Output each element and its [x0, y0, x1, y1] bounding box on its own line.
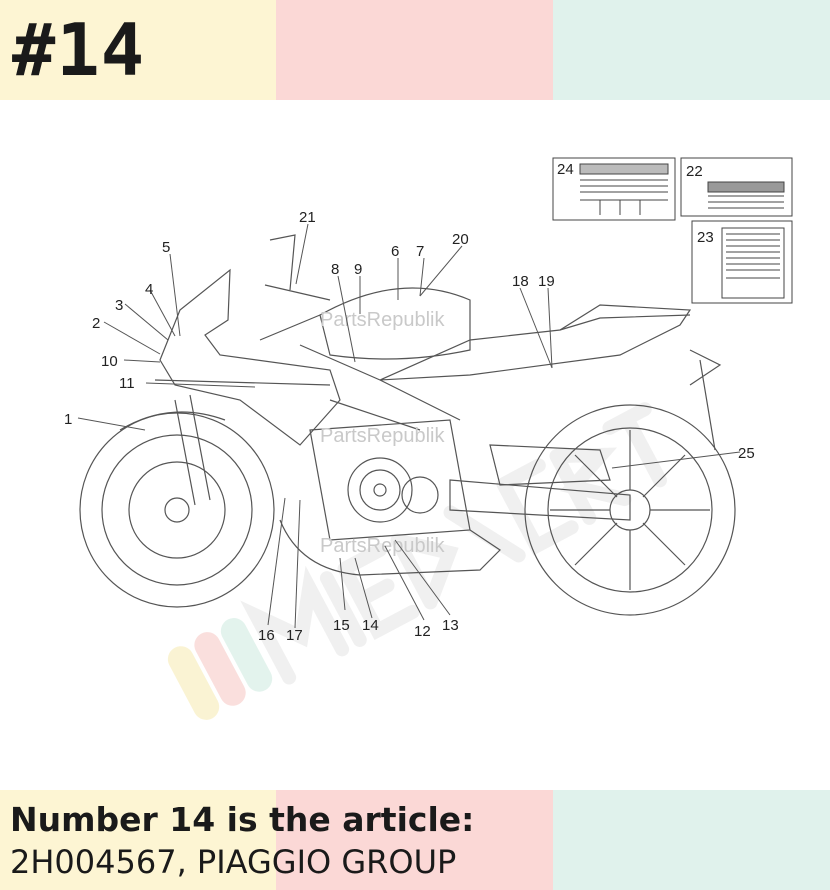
band-pink: [276, 0, 553, 100]
callout-8: 8: [331, 261, 339, 278]
callout-14: 14: [362, 617, 379, 634]
callout-21: 21: [299, 209, 316, 226]
watermark-text: PartsRepublik: [320, 535, 446, 557]
item-number-heading: #14: [12, 8, 146, 92]
caption-title: Number 14 is the article:: [10, 800, 475, 839]
callout-4: 4: [145, 281, 153, 298]
callout-23: 23: [697, 229, 714, 246]
sticker-inset-23: [691, 220, 793, 304]
callout-22: 22: [686, 163, 703, 180]
callout-24: 24: [557, 161, 574, 178]
callout-3: 3: [115, 297, 123, 314]
callout-5: 5: [162, 239, 170, 256]
exploded-parts-diagram: PartsRepublik PartsRepublik PartsRepubli…: [64, 157, 793, 720]
sticker-inset-22: [680, 157, 793, 217]
callout-18: 18: [512, 273, 529, 290]
callout-19: 19: [538, 273, 555, 290]
callout-25: 25: [738, 445, 755, 462]
leader-lines: [77, 223, 741, 629]
watermark-text: PartsRepublik: [320, 425, 446, 447]
callout-20: 20: [452, 231, 469, 248]
watermark-logo: [167, 402, 667, 720]
callout-16: 16: [258, 627, 275, 644]
band-yellow: [0, 790, 276, 890]
motorcycle-outline: [79, 234, 736, 616]
callout-17: 17: [286, 627, 303, 644]
caption-part-info: 2H004567, PIAGGIO GROUP: [10, 843, 457, 881]
band-pink: [276, 790, 553, 890]
front-wheel: [79, 412, 275, 608]
callout-6: 6: [391, 243, 399, 260]
bottom-color-band: [0, 790, 830, 890]
band-mint: [553, 0, 830, 100]
watermark-text: PartsRepublik: [320, 309, 446, 331]
sticker-inset-24: [552, 157, 676, 221]
top-color-band: [0, 0, 830, 100]
callout-13: 13: [442, 617, 459, 634]
rear-wheel: [524, 404, 736, 616]
callout-2: 2: [92, 315, 100, 332]
callout-9: 9: [354, 261, 362, 278]
callout-15: 15: [333, 617, 350, 634]
band-mint: [553, 790, 830, 890]
callout-11: 11: [119, 375, 135, 392]
callout-10: 10: [101, 353, 118, 370]
callout-numbers: 1 2 3 4 5 6 7 8 9 10 11 12 13 14 15 16 1…: [64, 161, 755, 644]
callout-12: 12: [414, 623, 431, 640]
callout-1: 1: [64, 411, 72, 428]
callout-7: 7: [416, 243, 424, 260]
band-yellow: [0, 0, 276, 100]
